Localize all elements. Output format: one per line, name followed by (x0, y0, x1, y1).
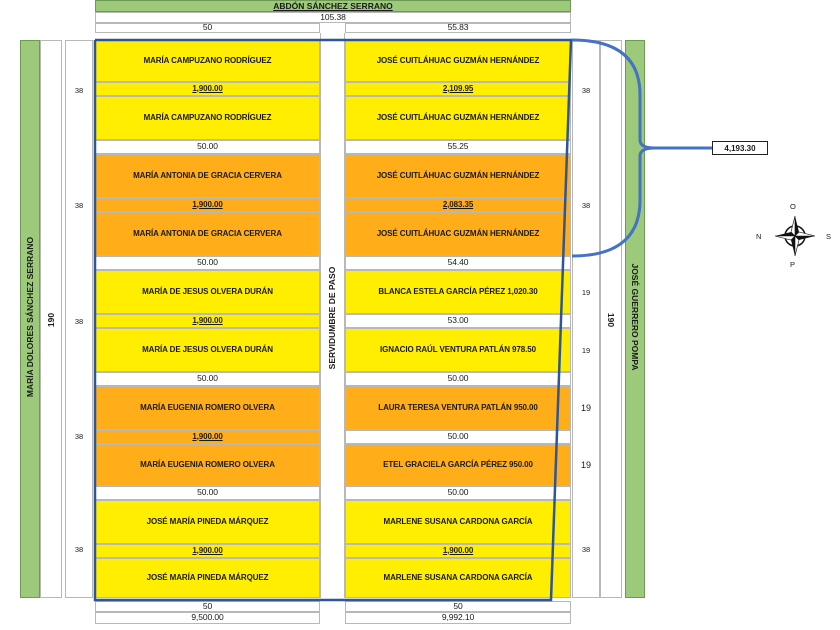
lot-3a-right: BLANCA ESTELA GARCÍA PÉREZ 1,020.30 (345, 270, 571, 314)
lot-3-right-depth-1: 19 (581, 288, 591, 297)
callout-total-value: 4,193.30 (724, 143, 756, 153)
lot-5a-right: MARLENE SUSANA CARDONA GARCÍA (345, 500, 571, 544)
lot-2-left-depth: 38 (74, 201, 84, 210)
lot-2-left-area: 1,900.00 (95, 198, 320, 212)
lot-1-right-depth: 38 (581, 86, 591, 95)
left-depth-column (65, 40, 93, 598)
lot-3-right-mid: 53.00 (345, 314, 571, 328)
lot-5-right-depth: 38 (581, 545, 591, 554)
compass-west-label: P (790, 260, 796, 269)
lot-2-right-depth: 38 (581, 201, 591, 210)
left-neighbor-strip (20, 40, 40, 598)
lot-4b-right: ETEL GRACIELA GARCÍA PÉREZ 950.00 (345, 444, 571, 486)
lot-5-right-area: 1,900.00 (345, 544, 571, 558)
lot-3b-left: MARÍA DE JESUS OLVERA DURÁN (95, 328, 320, 372)
lot-1a-left: MARÍA CAMPUZANO RODRÍGUEZ (95, 40, 320, 82)
lot-1a-right: JOSÉ CUITLÁHUAC GUZMÁN HERNÁNDEZ (345, 40, 571, 82)
left-length-column (40, 40, 62, 598)
lot-3-left-area: 1,900.00 (95, 314, 320, 328)
right-length-column (600, 40, 622, 598)
lot-1-right-bottom: 55.25 (345, 140, 571, 154)
bottom-right-total: 9,992.10 (345, 612, 571, 624)
top-neighbor-name: ABDÓN SÁNCHEZ SERRANO (273, 1, 393, 11)
bracket-shape (571, 38, 712, 258)
lot-1-left-area: 1,900.00 (95, 82, 320, 96)
lot-1b-right: JOSÉ CUITLÁHUAC GUZMÁN HERNÁNDEZ (345, 96, 571, 140)
lot-4b-left: MARÍA EUGENIA ROMERO OLVERA (95, 444, 320, 486)
lot-4-right-mid: 50.00 (345, 430, 571, 444)
lot-2b-left: MARÍA ANTONIA DE GRACIA CERVERA (95, 212, 320, 256)
lot-4-left-area: 1,900.00 (95, 430, 320, 444)
lot-1-right-area: 2,109.95 (345, 82, 571, 96)
lot-2a-right: JOSÉ CUITLÁHUAC GUZMÁN HERNÁNDEZ (345, 154, 571, 198)
lot-1b-left: MARÍA CAMPUZANO RODRÍGUEZ (95, 96, 320, 140)
easement-strip (320, 33, 345, 598)
lot-4-left-bottom: 50.00 (95, 486, 320, 500)
callout-total-box: 4,193.30 (712, 141, 768, 155)
bottom-right-width: 50 (345, 601, 571, 612)
top-neighbor-strip: ABDÓN SÁNCHEZ SERRANO (95, 0, 571, 12)
lot-1-left-depth: 38 (74, 86, 84, 95)
lot-1-left-bottom: 50.00 (95, 140, 320, 154)
lot-3b-right: IGNACIO RAÚL VENTURA PATLÁN 978.50 (345, 328, 571, 372)
lot-2b-right: JOSÉ CUITLÁHUAC GUZMÁN HERNÁNDEZ (345, 212, 571, 256)
compass-east-label: O (790, 202, 796, 211)
bottom-left-total: 9,500.00 (95, 612, 320, 624)
compass-star-icon (774, 215, 816, 257)
lot-5b-left: JOSÉ MARÍA PINEDA MÁRQUEZ (95, 558, 320, 598)
compass-south-label: S (826, 232, 832, 241)
lot-4-right-bottom: 50.00 (345, 486, 571, 500)
lot-3-right-depth-2: 19 (581, 346, 591, 355)
lot-3-right-bottom: 50.00 (345, 372, 571, 386)
lot-3-left-depth: 38 (74, 317, 84, 326)
lot-5-left-depth: 38 (74, 545, 84, 554)
bottom-left-width: 50 (95, 601, 320, 612)
lot-2-right-bottom: 54.40 (345, 256, 571, 270)
lot-4-right-depth-2: 19 (580, 460, 591, 470)
lot-2-right-area: 2,083.35 (345, 198, 571, 212)
lot-5a-left: JOSÉ MARÍA PINEDA MÁRQUEZ (95, 500, 320, 544)
top-right-width: 55.83 (345, 22, 571, 33)
lot-4a-left: MARÍA EUGENIA ROMERO OLVERA (95, 386, 320, 430)
lot-5b-right: MARLENE SUSANA CARDONA GARCÍA (345, 558, 571, 598)
compass-north-label: N (756, 232, 762, 241)
top-left-width: 50 (95, 22, 320, 33)
lot-4-right-depth-1: 19 (580, 403, 591, 413)
property-outline (93, 38, 573, 602)
lot-4a-right: LAURA TERESA VENTURA PATLÁN 950.00 (345, 386, 571, 430)
lot-3a-left: MARÍA DE JESUS OLVERA DURÁN (95, 270, 320, 314)
lot-4-left-depth: 38 (74, 432, 84, 441)
top-total-width: 105.38 (95, 12, 571, 23)
compass-rose-icon: O N S P (756, 200, 832, 270)
lot-2a-left: MARÍA ANTONIA DE GRACIA CERVERA (95, 154, 320, 198)
